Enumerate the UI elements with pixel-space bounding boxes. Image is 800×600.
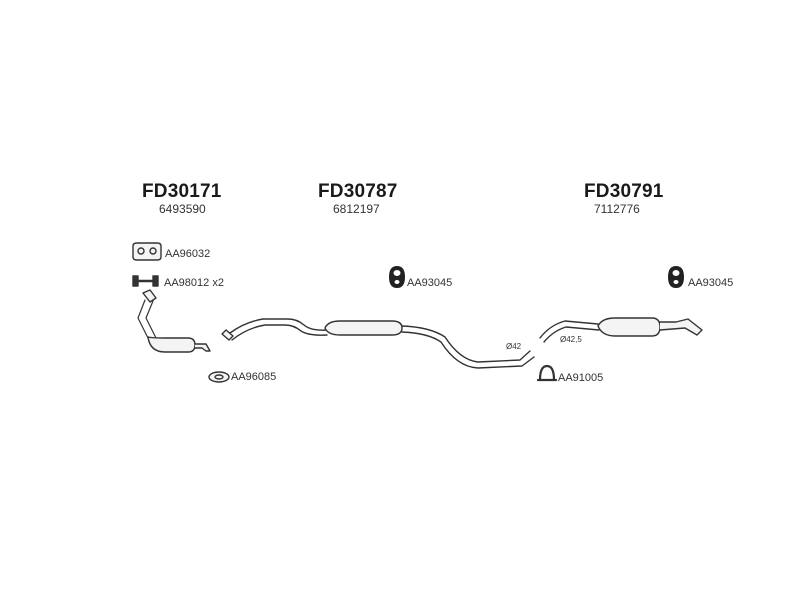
bolts-label: AA98012 x2 xyxy=(164,277,224,289)
oe-number-middle: 6812197 xyxy=(333,202,380,216)
part-code-middle: FD30787 xyxy=(318,181,398,202)
pipe-diameter-mid: Ø42 xyxy=(506,342,522,351)
clamp-label: AA91005 xyxy=(558,372,604,384)
part-code-rear: FD30791 xyxy=(584,181,664,202)
rubber-hanger-icon xyxy=(389,266,405,288)
pipe-diameter-rear: Ø42,5 xyxy=(560,335,582,344)
middle-silencer-part xyxy=(221,318,535,369)
sealing-ring-icon xyxy=(208,371,230,383)
front-pipe-part xyxy=(137,289,211,353)
rubber-hanger-icon xyxy=(668,266,684,288)
gasket-label: AA96032 xyxy=(165,248,211,260)
rear-silencer-part xyxy=(539,317,703,343)
part-code-front: FD30171 xyxy=(142,181,222,202)
oe-number-rear: 7112776 xyxy=(594,202,640,216)
hanger-rear-label: AA93045 xyxy=(688,277,734,289)
hanger-mid-label: AA93045 xyxy=(407,277,453,289)
flange-gasket-icon xyxy=(132,242,162,261)
pipe-clamp-icon xyxy=(536,364,558,382)
bolt-icon xyxy=(132,275,159,287)
ring-label: AA96085 xyxy=(231,371,277,383)
oe-number-front: 6493590 xyxy=(159,202,206,216)
